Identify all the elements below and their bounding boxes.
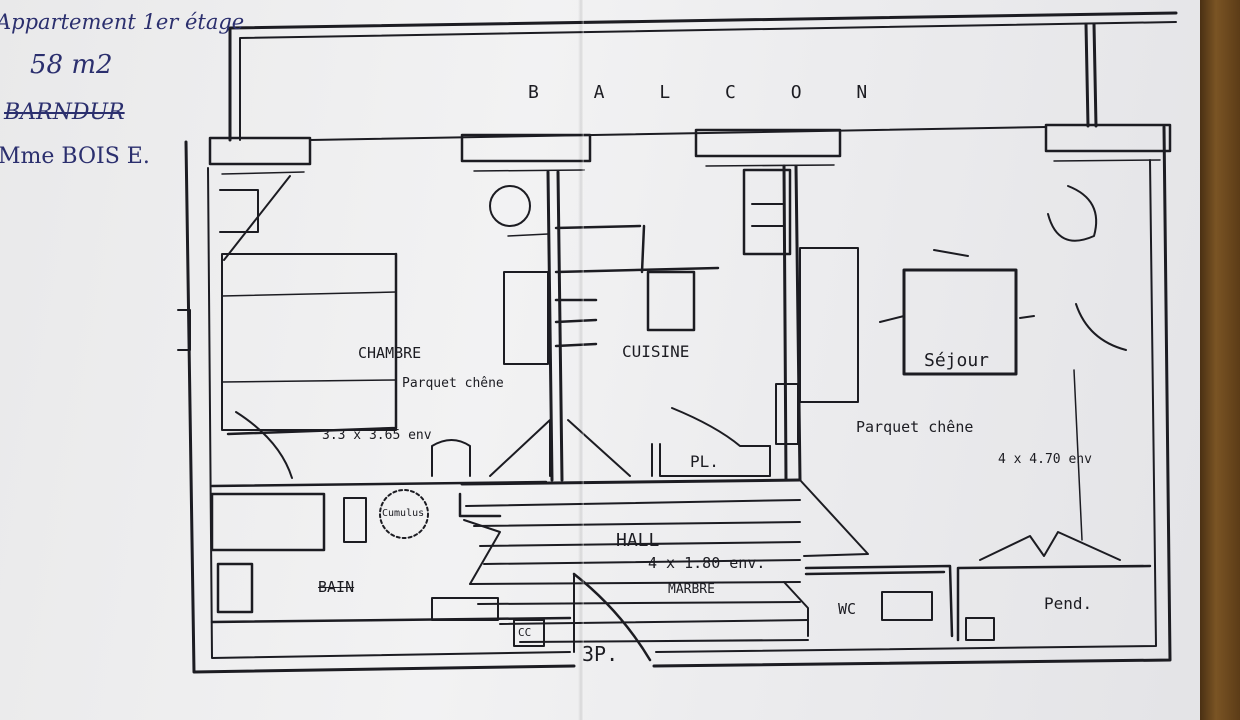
bath-wall: [210, 492, 572, 624]
kitchen-door-swing: [671, 407, 771, 447]
pantry-shelf: [775, 383, 799, 445]
closet-label: Pend.: [1044, 594, 1093, 613]
left-wall-notch: [177, 309, 191, 351]
hall-diagonal-right: [799, 479, 869, 557]
balcony-edge: [309, 126, 1047, 141]
bedroom-door-swing: [235, 411, 293, 479]
living-inner-line: [1073, 369, 1083, 541]
exterior-wall-inner: [207, 159, 1157, 659]
living-dims-label: 4 x 4.70 env: [998, 452, 1092, 467]
exterior-wall-outer: [184, 125, 1172, 674]
bedroom-dims-label: 3.3 x 3.65 env: [322, 428, 432, 443]
kitchen-fridge: [503, 271, 549, 365]
bathtub: [210, 492, 326, 552]
wc-walls: [804, 564, 954, 638]
balcony-wall: [228, 11, 1178, 142]
window-pier-4: [1044, 123, 1172, 153]
entrance-door-swing: [572, 572, 652, 662]
entrance-label: 3P.: [582, 642, 619, 666]
pier-lines: [221, 159, 1161, 175]
bed: [221, 253, 397, 431]
dining-table: [902, 268, 1018, 376]
wooden-table-edge: [1200, 0, 1240, 720]
wc-label: WC: [838, 600, 857, 618]
kitchen-stove: [646, 270, 696, 332]
bath-cabinet: [216, 562, 254, 614]
bath-basin: [343, 497, 367, 543]
note-apartment-title: Appartement 1er étage: [0, 10, 245, 34]
living-label: Séjour: [924, 350, 990, 371]
wc-cistern: [881, 591, 933, 621]
note-owner-name: Mme BOIS E.: [0, 144, 150, 169]
hall-floor-label: MARBRE: [668, 582, 715, 597]
pantry-label: PL.: [690, 452, 719, 471]
hall-entry-triangle: [489, 419, 631, 477]
hall-dims-label: 4 x 1.80 env.: [648, 554, 766, 572]
kitchen-counter: [554, 224, 720, 348]
chimney-block: [742, 168, 792, 256]
bed-pillow-line: [221, 291, 397, 383]
balcony-inner-line: [239, 21, 1177, 141]
bedroom-wardrobe: [219, 175, 291, 261]
boiler-circle: [379, 489, 429, 539]
cc-box: [513, 619, 545, 647]
bedroom-label: CHAMBRE: [358, 344, 422, 362]
closet-box: [965, 617, 995, 641]
hall-wall-top: [460, 478, 802, 486]
wc-door: [783, 581, 809, 637]
cc-label: CC: [518, 626, 532, 639]
note-area: 58 m2: [30, 50, 113, 80]
pantry-walls: [651, 443, 771, 477]
kitchen-sink-line: [507, 233, 549, 237]
kitchen-label: CUISINE: [622, 342, 690, 361]
bath-shelf: [431, 597, 499, 621]
bedroom-wall-right: [546, 170, 564, 482]
sofa: [799, 247, 859, 403]
bath-label: BAIN: [318, 578, 355, 596]
hall-label: HALL: [616, 530, 660, 551]
boiler-label: Cumulus: [382, 508, 425, 519]
window-pier-1: [208, 136, 312, 166]
paper-fold-crease: [578, 0, 584, 720]
hall-diagonal-left: [463, 519, 501, 585]
living-floor-label: Parquet chêne: [856, 418, 974, 436]
bedroom-floor-label: Parquet chêne: [402, 376, 504, 391]
kitchen-wall-right: [782, 164, 802, 482]
hall-treads: [465, 499, 809, 643]
bedroom-window-line: [226, 252, 398, 436]
window-pier-3: [694, 128, 842, 158]
closet-walls: [956, 564, 1152, 642]
living-divider-angle: [979, 531, 1121, 561]
window-pier-2: [460, 133, 592, 163]
table-chair-lines: [879, 249, 1035, 323]
living-floor-lamp: [1047, 185, 1098, 242]
kitchen-bin: [489, 185, 531, 227]
note-crossed-name: BARNDUR: [4, 100, 125, 125]
balcony-label: B A L C O N: [528, 82, 890, 103]
chimney-vents: [751, 203, 785, 227]
bedroom-chair: [431, 439, 471, 477]
balcony-right-post: [1084, 22, 1098, 128]
living-door-arc: [1075, 303, 1127, 351]
